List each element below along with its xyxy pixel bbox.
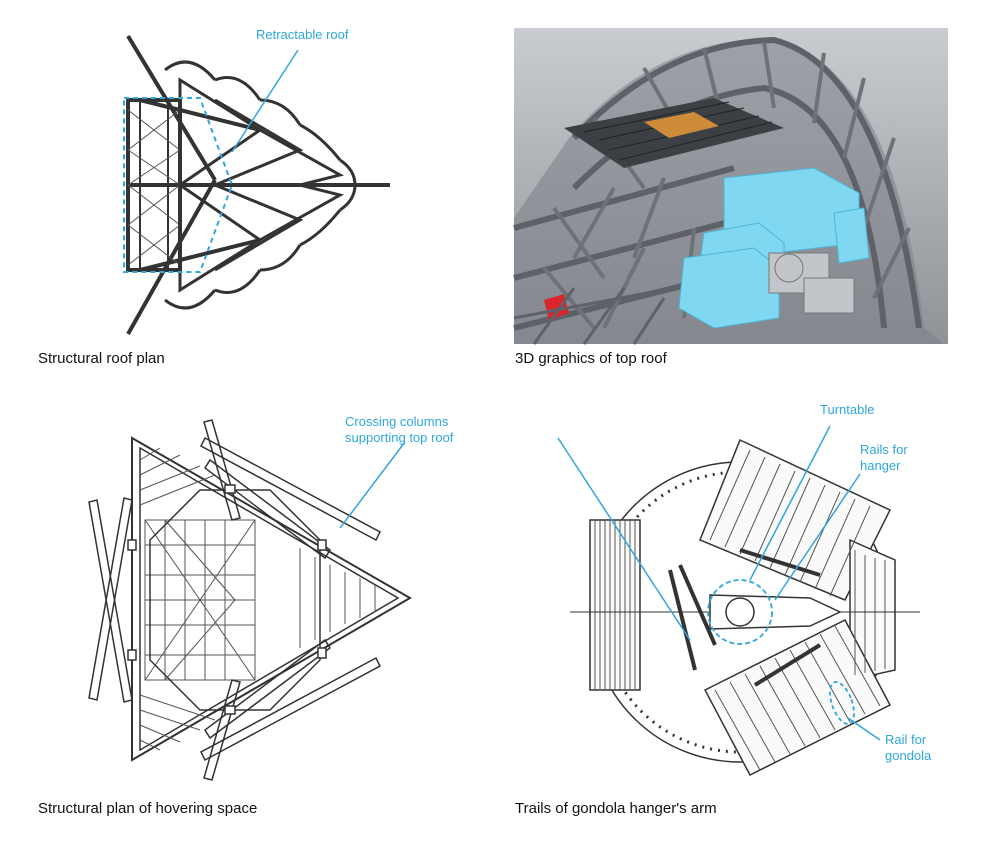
roof-plan-caption: Structural roof plan [38, 350, 165, 367]
crossing-columns-label: Crossing columns supporting top roof [345, 414, 454, 445]
roof-plan-drawing [123, 34, 390, 335]
rail-for-gondola-line-1: Rail for [885, 732, 927, 747]
hovering-plan-drawing [88, 419, 412, 781]
rails-for-hanger-label: Rails for hanger [860, 442, 908, 474]
retractable-roof-label: Retractable roof [256, 27, 349, 42]
rails-for-hanger-line-1: Rails for [860, 442, 908, 457]
hanger-trails-drawing [557, 425, 920, 776]
hovering-plan-caption: Structural plan of hovering space [38, 800, 258, 817]
hanger-trails-caption: Trails of gondola hanger's arm [515, 800, 717, 817]
hovering-plan-panel: Crossing columns supporting top roof Str… [0, 400, 500, 842]
roof-3d-render [513, 28, 948, 345]
rails-for-hanger-line-2: hanger [860, 458, 901, 473]
rail-for-gondola-line-2: gondola [885, 748, 932, 763]
roof-plan-panel: Retractable roof Structural roof plan [0, 0, 500, 390]
turntable-label: Turntable [820, 402, 875, 417]
hanger-trails-panel: Turntable Rails for hanger Rail for gond… [500, 400, 1000, 842]
roof-3d-panel [513, 28, 948, 345]
rail-for-gondola-label: Rail for gondola [885, 732, 931, 764]
roof-3d-caption: 3D graphics of top roof [515, 350, 667, 367]
